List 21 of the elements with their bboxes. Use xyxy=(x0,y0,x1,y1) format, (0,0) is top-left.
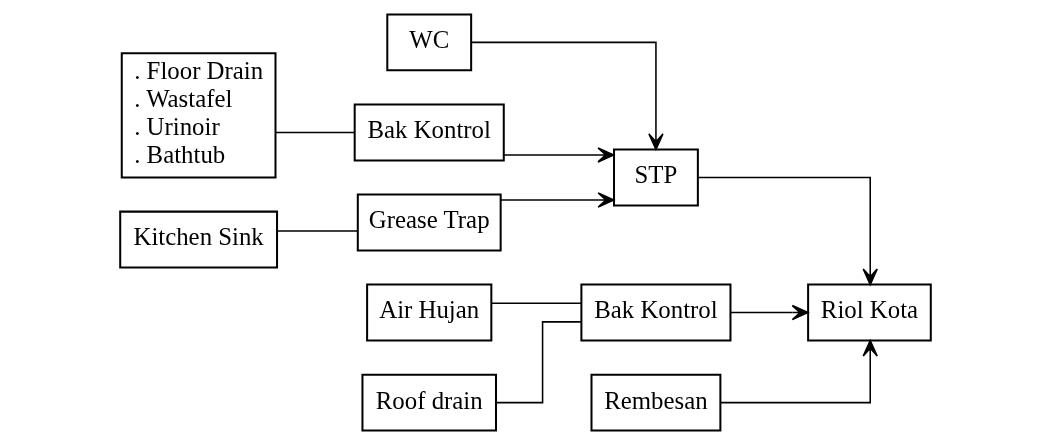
node-box: WC xyxy=(385,13,472,72)
node-box: Rembesan xyxy=(590,373,721,432)
node-box: Grease Trap xyxy=(356,193,502,252)
connector xyxy=(490,302,582,305)
node-box: . Floor Drain . Wastafel . Urinoir . Bathtub xyxy=(120,52,276,179)
arrow xyxy=(502,147,614,163)
node-box: Kitchen Sink xyxy=(118,210,278,269)
connector xyxy=(276,230,358,232)
arrow xyxy=(697,176,878,286)
arrow xyxy=(470,41,664,151)
node-box: Air Hujan xyxy=(365,283,492,342)
connector xyxy=(274,131,355,134)
arrow xyxy=(729,304,809,321)
connector xyxy=(495,321,582,404)
arrow xyxy=(719,339,878,404)
arrow xyxy=(499,192,614,208)
node-box: Roof drain xyxy=(360,373,497,432)
node-box: Riol Kota xyxy=(806,283,932,342)
node-box: Bak Kontrol xyxy=(579,283,731,342)
node-box: STP xyxy=(612,148,699,207)
node-box: Bak Kontrol xyxy=(353,103,505,162)
